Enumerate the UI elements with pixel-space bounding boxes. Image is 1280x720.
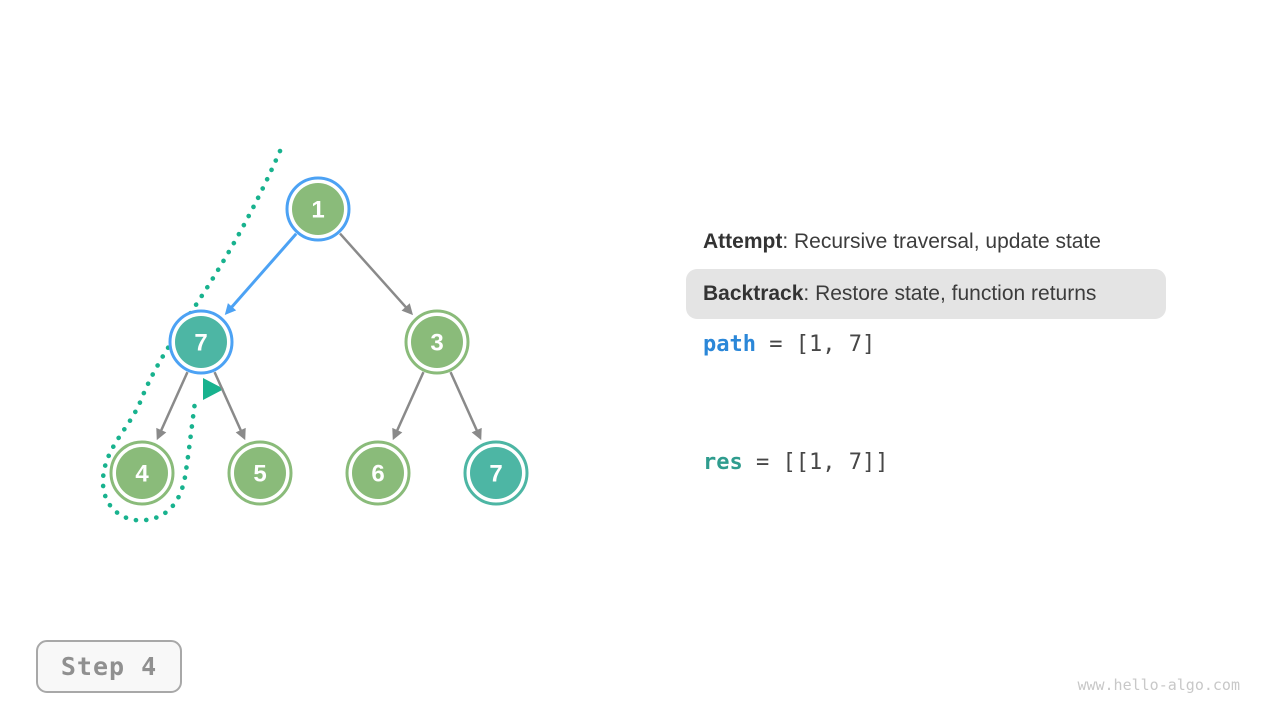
tree-edge-n7l-n5	[213, 371, 246, 441]
legend-backtrack: Backtrack: Restore state, function retur…	[686, 269, 1166, 319]
tree-edge-n3-n7r	[449, 371, 482, 441]
res-variable-value: = [[1, 7]]	[742, 450, 889, 475]
tree-node-label: 7	[194, 330, 207, 357]
tree-node-n7l-value-7: 7	[168, 309, 234, 375]
tree-node-n1-value-1: 1	[285, 176, 351, 242]
tree-node-n4-value-4: 4	[109, 440, 175, 506]
tree-node-n3-value-3: 3	[404, 309, 470, 375]
tree-edge-n7l-n4	[156, 371, 189, 441]
watermark: www.hello-algo.com	[1077, 676, 1240, 694]
tree-node-label: 6	[371, 461, 384, 488]
tree-node-label: 5	[253, 461, 266, 488]
legend-attempt-term: Attempt	[703, 230, 783, 253]
tree-node-n7r-value-7: 7	[463, 440, 529, 506]
path-variable-name: path	[703, 332, 756, 357]
tree-node-label: 1	[311, 197, 324, 224]
path-variable-value: = [1, 7]	[755, 332, 876, 357]
tree-edge-n1-n3	[339, 232, 413, 316]
tree-node-n5-value-5: 5	[227, 440, 293, 506]
res-variable-line: res = [[1, 7]]	[703, 450, 888, 475]
legend-backtrack-desc: : Restore state, function returns	[803, 282, 1097, 305]
legend-attempt: Attempt: Recursive traversal, update sta…	[703, 230, 1101, 254]
legend-backtrack-term: Backtrack	[703, 282, 804, 305]
tree-node-label: 3	[430, 330, 443, 357]
backtrack-trace-dotted-path	[100, 148, 283, 523]
tree-nodes: 1 7 3 4 5 6 7	[109, 176, 529, 506]
tree-node-n6-value-6: 6	[345, 440, 411, 506]
tree-edges	[156, 232, 482, 441]
step-indicator: Step 4	[36, 640, 182, 693]
tree-edge-n1-n7l	[224, 232, 298, 315]
step-indicator-label: Step 4	[60, 652, 158, 681]
tree-node-label: 4	[135, 461, 149, 488]
tree-edge-n3-n6	[392, 371, 425, 441]
res-variable-name: res	[703, 450, 743, 475]
path-variable-line: path = [1, 7]	[703, 332, 875, 357]
tree-diagram: 1 7 3 4 5 6 7	[100, 148, 529, 523]
direction-marker-icon	[203, 378, 224, 400]
tree-node-label: 7	[489, 461, 502, 488]
legend-attempt-desc: : Recursive traversal, update state	[782, 230, 1101, 253]
